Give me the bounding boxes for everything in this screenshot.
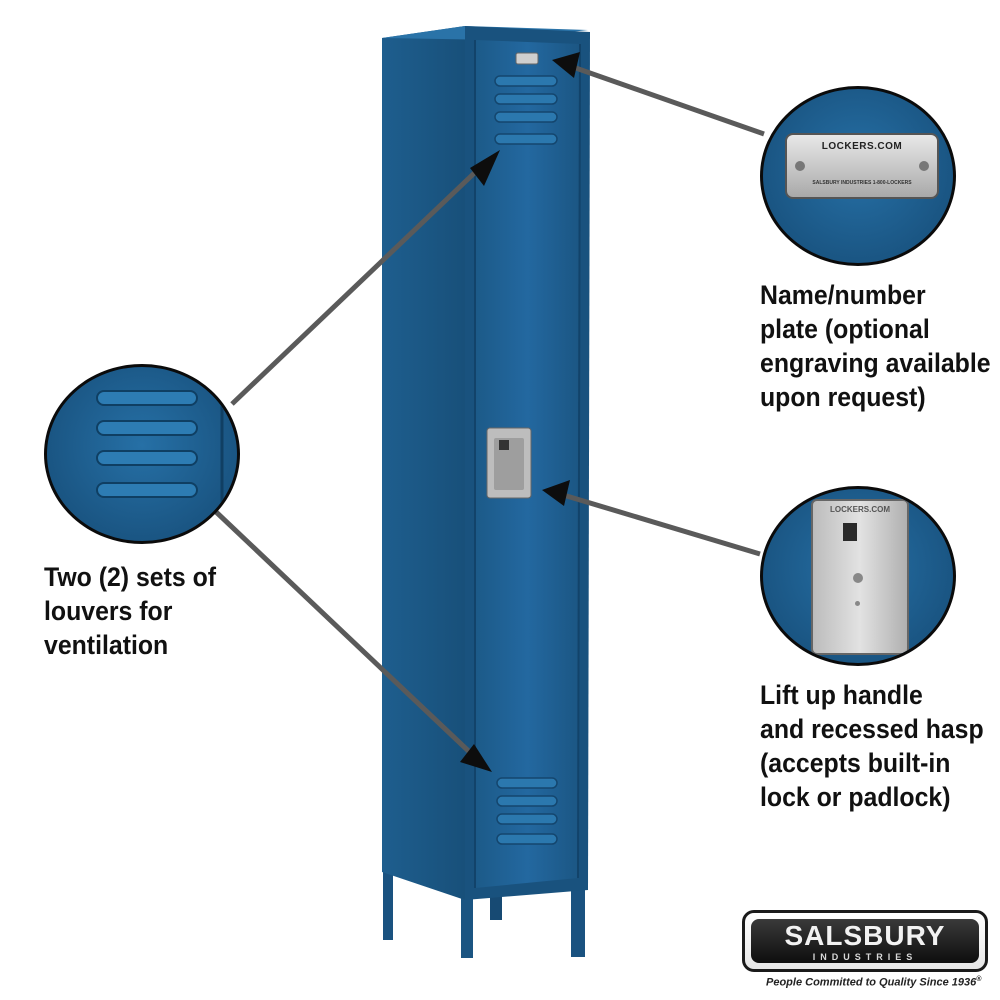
logo-tagline: People Committed to Quality Since 1936® — [766, 976, 981, 989]
plate-screw-right-icon — [919, 161, 929, 171]
handle-caption-line-1: Lift up handle — [760, 680, 923, 710]
arrow-to-handle — [559, 491, 761, 557]
louvers-caption-line-2: louvers for — [44, 596, 173, 626]
louvers-caption-line-3: ventilation — [44, 630, 169, 660]
arrow-to-top-louvers — [230, 158, 490, 406]
arrow-to-nameplate — [569, 63, 765, 137]
handle-callout-circle: LOCKERS.COM — [760, 486, 956, 666]
nameplate-caption-line-1: Name/number — [760, 280, 926, 310]
handle-brand-text: LOCKERS.COM — [830, 505, 890, 514]
locker-leg-front-left — [383, 868, 393, 940]
nameplate-caption: Name/number plate (optional engraving av… — [760, 278, 991, 414]
arrow-to-bottom-louvers — [212, 508, 480, 762]
handle-caption: Lift up handle and recessed hasp (accept… — [760, 678, 984, 814]
handle-hole-icon — [853, 573, 863, 583]
locker-louvers-bottom — [496, 777, 558, 845]
handle-closeup: LOCKERS.COM — [811, 499, 909, 655]
locker-leg-mid — [461, 888, 473, 958]
locker-leg-front-right — [571, 885, 585, 957]
locker-nameplate — [515, 52, 539, 65]
nameplate-closeup: LOCKERS.COM SALSBURY INDUSTRIES 1-800-LO… — [785, 133, 939, 199]
handle-caption-line-3: (accepts built-in — [760, 748, 951, 778]
handle-latch-icon — [843, 523, 857, 541]
salsbury-logo-plate: SALSBURY INDUSTRIES — [751, 919, 979, 963]
louvers-callout-circle — [44, 364, 240, 544]
louvers-caption-line-1: Two (2) sets of — [44, 562, 217, 592]
nameplate-caption-line-4: upon request) — [760, 382, 926, 412]
plate-footer-text: SALSBURY INDUSTRIES 1-800-LOCKERS — [812, 180, 912, 186]
handle-caption-line-2: and recessed hasp — [760, 714, 984, 744]
salsbury-logo: SALSBURY INDUSTRIES — [742, 910, 988, 972]
louvers-closeup — [96, 367, 224, 541]
locker-side-panel — [382, 26, 465, 900]
handle-caption-line-4: lock or padlock) — [760, 782, 951, 812]
nameplate-caption-line-2: plate (optional — [760, 314, 930, 344]
plate-screw-left-icon — [795, 161, 805, 171]
registered-mark: ® — [976, 976, 982, 983]
nameplate-caption-line-3: engraving available — [760, 348, 991, 378]
logo-name: SALSBURY — [784, 920, 946, 951]
locker-handle — [486, 427, 532, 499]
logo-tagline-text: People Committed to Quality Since 1936 — [766, 976, 977, 989]
nameplate-callout-circle: LOCKERS.COM SALSBURY INDUSTRIES 1-800-LO… — [760, 86, 956, 266]
louvers-caption: Two (2) sets of louvers for ventilation — [44, 560, 216, 662]
plate-brand-text: LOCKERS.COM — [821, 141, 903, 152]
logo-sub: INDUSTRIES — [812, 952, 918, 962]
handle-hole-small-icon — [855, 601, 860, 606]
locker-louvers-top — [494, 75, 558, 145]
